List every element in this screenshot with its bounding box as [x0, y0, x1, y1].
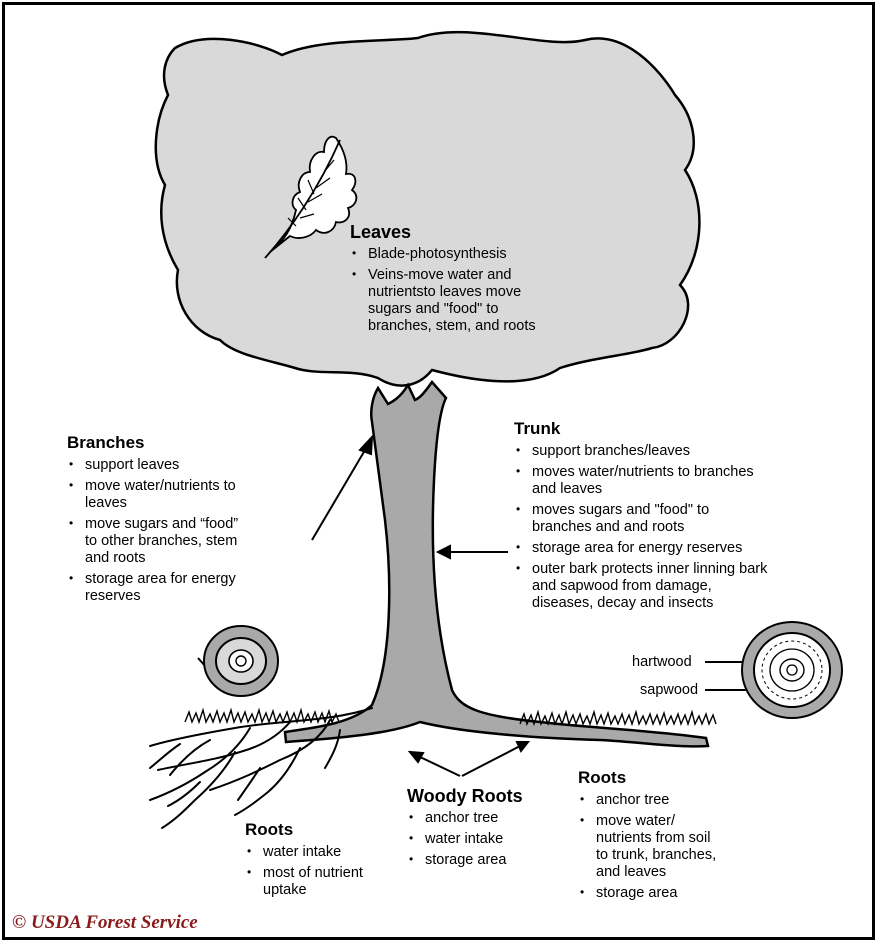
woody-roots-arrow-right	[461, 745, 521, 777]
bullet-point: anchor tree	[578, 791, 716, 809]
roots-right-points: anchor tree move water/nutrients from so…	[578, 791, 716, 902]
oak-leaf-icon	[264, 135, 358, 259]
bullet-point: outer bark protects inner linning barkan…	[514, 560, 767, 612]
woody-roots-arrow-left	[417, 755, 461, 777]
branches-section: Branches support leaves move water/nutrie…	[67, 433, 238, 605]
credit-text: © USDA Forest Service	[12, 912, 198, 933]
cross-section-right	[741, 621, 843, 719]
bullet-point: anchor tree	[407, 809, 523, 827]
trunk-title: Trunk	[514, 419, 561, 438]
roots-left-title: Roots	[245, 820, 294, 839]
trunk-points: support branches/leaves moves water/nutri…	[514, 442, 767, 612]
bullet-point: storage area	[407, 851, 523, 869]
bullet-point: Blade-photosynthesis	[350, 245, 536, 263]
hartwood-label: hartwood	[632, 654, 692, 670]
trunk-shape	[283, 379, 710, 748]
grass-right	[519, 709, 717, 727]
canopy-shape	[154, 30, 701, 387]
branches-points: support leaves move water/nutrients tolea…	[67, 456, 238, 605]
grass-left	[184, 707, 340, 725]
woody-roots-title: Woody Roots	[407, 786, 523, 806]
leaves-points: Blade-photosynthesisVeins-move water and…	[350, 245, 536, 335]
branch-arrow	[311, 444, 369, 541]
leaves-section: Leaves Blade-photosynthesisVeins-move wa…	[350, 222, 536, 335]
bullet-point: water intake	[245, 843, 363, 861]
bullet-point: water intake	[407, 830, 523, 848]
woody-roots-section: Woody Roots anchor tree water intake stora…	[407, 786, 523, 869]
bullet-point: support leaves	[67, 456, 238, 474]
branches-title: Branches	[67, 433, 145, 452]
woody-roots-points: anchor tree water intake storage area	[407, 809, 523, 869]
roots-right-title: Roots	[578, 768, 627, 787]
leaves-title: Leaves	[350, 222, 412, 242]
bullet-point: storage area for energy reserves	[514, 539, 767, 557]
roots-right-section: Roots anchor tree move water/nutrients f…	[578, 768, 716, 902]
sapwood-label: sapwood	[640, 682, 699, 698]
trunk-section: Trunk support branches/leaves moves water…	[514, 419, 767, 612]
bullet-point: storage area	[578, 884, 716, 902]
bullet-point: support branches/leaves	[514, 442, 767, 460]
cross-section-left	[203, 625, 279, 697]
bullet-point: move sugars and “food”to other branches,…	[67, 515, 238, 567]
